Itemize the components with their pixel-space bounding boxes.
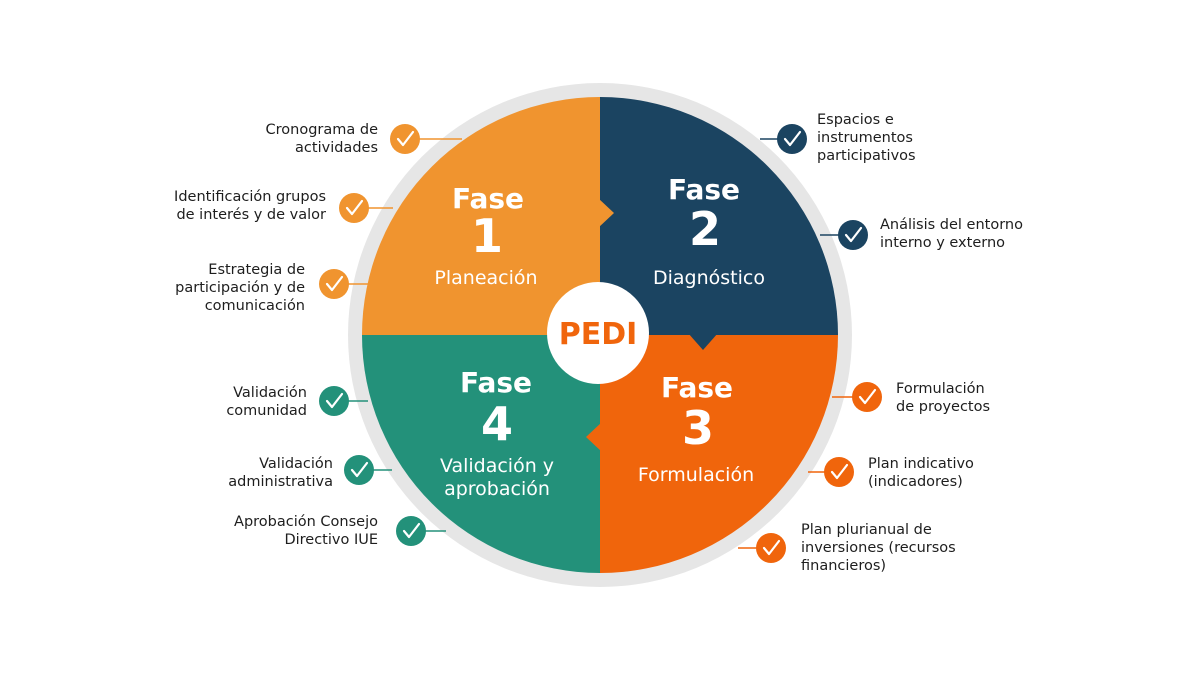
phase-1-name: Planeación [434,267,537,289]
item-estrategia-participacion: Estrategia de participación y de comunic… [175,262,305,314]
phase-4-name-line1: Validación y [440,455,554,477]
item-aprobacion-consejo: Aprobación Consejo Directivo IUE [234,514,378,548]
phase-4-title: Fase [460,366,532,399]
item-analisis-entorno: Análisis del entorno interno y externo [880,217,1023,251]
check-icon [777,124,807,154]
phase-3-quadrant [600,335,838,573]
phase-3-name: Formulación [638,464,754,486]
check-icon [824,457,854,487]
check-icon [319,386,349,416]
phase-4-quadrant [362,335,600,573]
check-icon [838,220,868,250]
arrow-phase2-to-phase3 [688,333,718,350]
arrow-phase1-to-phase2 [598,198,614,228]
center-circle [547,282,649,384]
phase-1-quadrant [362,97,600,335]
phase-2-title: Fase [668,173,740,206]
phase-2-number: 2 [689,202,721,256]
phase-4-name-line2: aprobación [444,478,550,500]
check-icon [852,382,882,412]
check-icon [756,533,786,563]
check-icon [390,124,420,154]
item-cronograma: Cronograma de actividades [265,122,379,156]
item-formulacion-proyectos: Formulación de proyectos [896,381,991,415]
arrow-phase3-to-phase4 [586,422,602,452]
item-espacios-instrumentos: Espacios e instrumentos participativos [817,112,916,164]
item-plan-plurianual: Plan plurianual de inversiones (recursos… [801,522,956,574]
phase-1-number: 1 [471,209,503,263]
check-icon [339,193,369,223]
phase-1-title: Fase [452,182,524,215]
phase-3-title: Fase [661,371,733,404]
item-validacion-administrativa: Validación administrativa [228,456,333,490]
check-icon [319,269,349,299]
phase-4-number: 4 [481,397,513,451]
item-plan-indicativo: Plan indicativo (indicadores) [868,456,974,490]
phase-2-name: Diagnóstico [653,267,765,289]
item-grupos-interes: Identificación grupos de interés y de va… [174,189,326,223]
check-icon [396,516,426,546]
phase-2-quadrant [600,97,838,335]
item-validacion-comunidad: Validación comunidad [226,385,307,419]
phase-3-number: 3 [682,401,714,455]
check-icon [344,455,374,485]
center-label: PEDI [559,317,638,352]
